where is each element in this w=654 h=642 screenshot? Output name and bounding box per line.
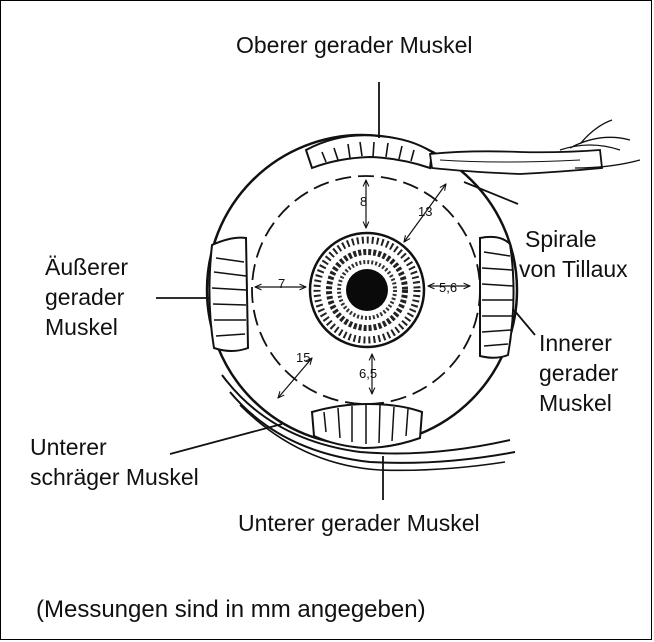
leader-medial	[514, 310, 535, 335]
label-medial-rectus-line1: Innerer	[539, 330, 612, 357]
label-medial-rectus-line3: Muskel	[539, 390, 612, 417]
label-lateral-rectus-line3: Muskel	[45, 314, 118, 341]
lateral-rectus-muscle	[209, 238, 248, 351]
label-lateral-rectus-line2: gerader	[45, 284, 124, 311]
label-spiral-line2: von Tillaux	[519, 256, 628, 283]
measure-inferior-diag: 15	[296, 350, 310, 365]
label-inferior-rectus: Unterer gerader Muskel	[238, 510, 480, 537]
label-medial-rectus-line2: gerader	[539, 360, 618, 387]
leader-spiral	[464, 182, 518, 204]
label-spiral-line1: Spirale	[525, 226, 597, 253]
measure-inferior: 6,5	[359, 366, 377, 381]
measurement-note: (Messungen sind in mm angegeben)	[36, 596, 426, 624]
label-inferior-oblique-line1: Unterer	[30, 434, 107, 461]
measure-lateral: 7	[278, 276, 285, 291]
measure-superior-diag: 13	[418, 204, 432, 219]
label-inferior-oblique-line2: schräger Muskel	[30, 464, 199, 491]
pupil	[346, 269, 388, 311]
medial-rectus-muscle	[480, 237, 514, 358]
leader-oblique	[170, 424, 282, 454]
measure-superior: 8	[360, 194, 367, 209]
measure-medial: 5,6	[439, 280, 457, 295]
label-lateral-rectus-line1: Äußerer	[45, 254, 128, 281]
inferior-rectus-muscle	[312, 404, 422, 448]
superior-rectus-muscle	[306, 120, 640, 174]
label-superior-rectus: Oberer gerader Muskel	[236, 32, 473, 59]
